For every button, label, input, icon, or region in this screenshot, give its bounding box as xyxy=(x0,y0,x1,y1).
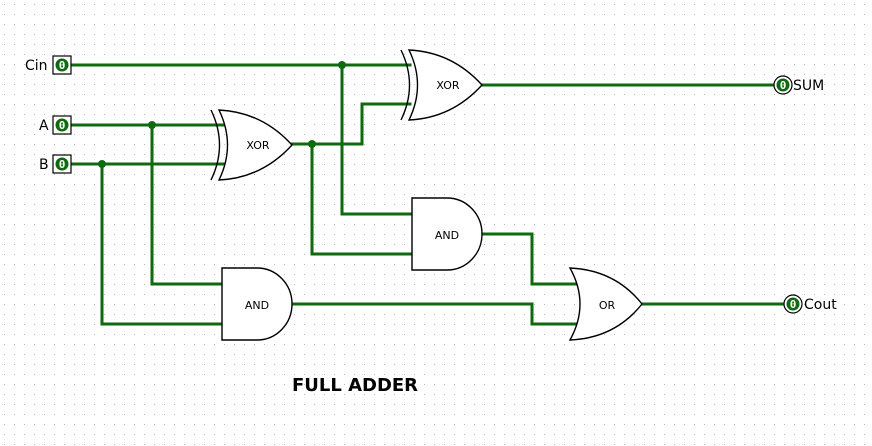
output-label-sum: SUM xyxy=(793,78,824,94)
junction-dot xyxy=(338,61,346,69)
junction-dot xyxy=(148,121,156,129)
input-pin-b[interactable]: B 0 xyxy=(39,154,72,174)
and-gate-1-label: AND xyxy=(435,229,459,242)
input-value-b: 0 xyxy=(59,158,66,171)
input-label-a: A xyxy=(39,118,49,134)
junction-dot xyxy=(308,140,316,148)
wire-b-to-and2 xyxy=(100,162,224,326)
and-gate-1[interactable]: AND xyxy=(411,197,483,271)
input-label-b: B xyxy=(39,157,49,173)
or-gate[interactable]: OR xyxy=(568,267,643,341)
input-label-cin: Cin xyxy=(25,58,48,74)
wire-and2-out xyxy=(290,302,580,326)
input-pin-cin[interactable]: Cin 0 xyxy=(25,55,72,75)
input-pin-a[interactable]: A 0 xyxy=(39,115,72,135)
xor-gate-2-label: XOR xyxy=(436,79,459,92)
xor-gate-2[interactable]: XOR xyxy=(400,49,483,121)
diagram-title: FULL ADDER xyxy=(292,375,418,396)
and-gate-2[interactable]: AND xyxy=(221,267,293,341)
input-value-a: 0 xyxy=(59,119,66,132)
wire-cin-to-and1 xyxy=(340,63,414,216)
output-value-cout: 0 xyxy=(790,298,797,311)
xor-gate-1[interactable]: XOR xyxy=(210,109,293,181)
wire-a-to-and2 xyxy=(150,123,224,286)
output-label-cout: Cout xyxy=(804,297,837,313)
wires xyxy=(69,61,789,326)
junction-dot xyxy=(98,160,106,168)
output-pin-sum: 0 SUM xyxy=(773,75,824,95)
output-pin-cout: 0 Cout xyxy=(783,294,837,314)
input-value-cin: 0 xyxy=(59,59,66,72)
wire-xor1-to-and1 xyxy=(310,142,414,256)
xor-gate-1-label: XOR xyxy=(246,139,269,152)
wire-xor1-out xyxy=(289,102,412,146)
output-value-sum: 0 xyxy=(780,79,787,92)
or-gate-label: OR xyxy=(599,299,616,312)
wire-and1-out xyxy=(480,232,580,286)
and-gate-2-label: AND xyxy=(245,299,269,312)
